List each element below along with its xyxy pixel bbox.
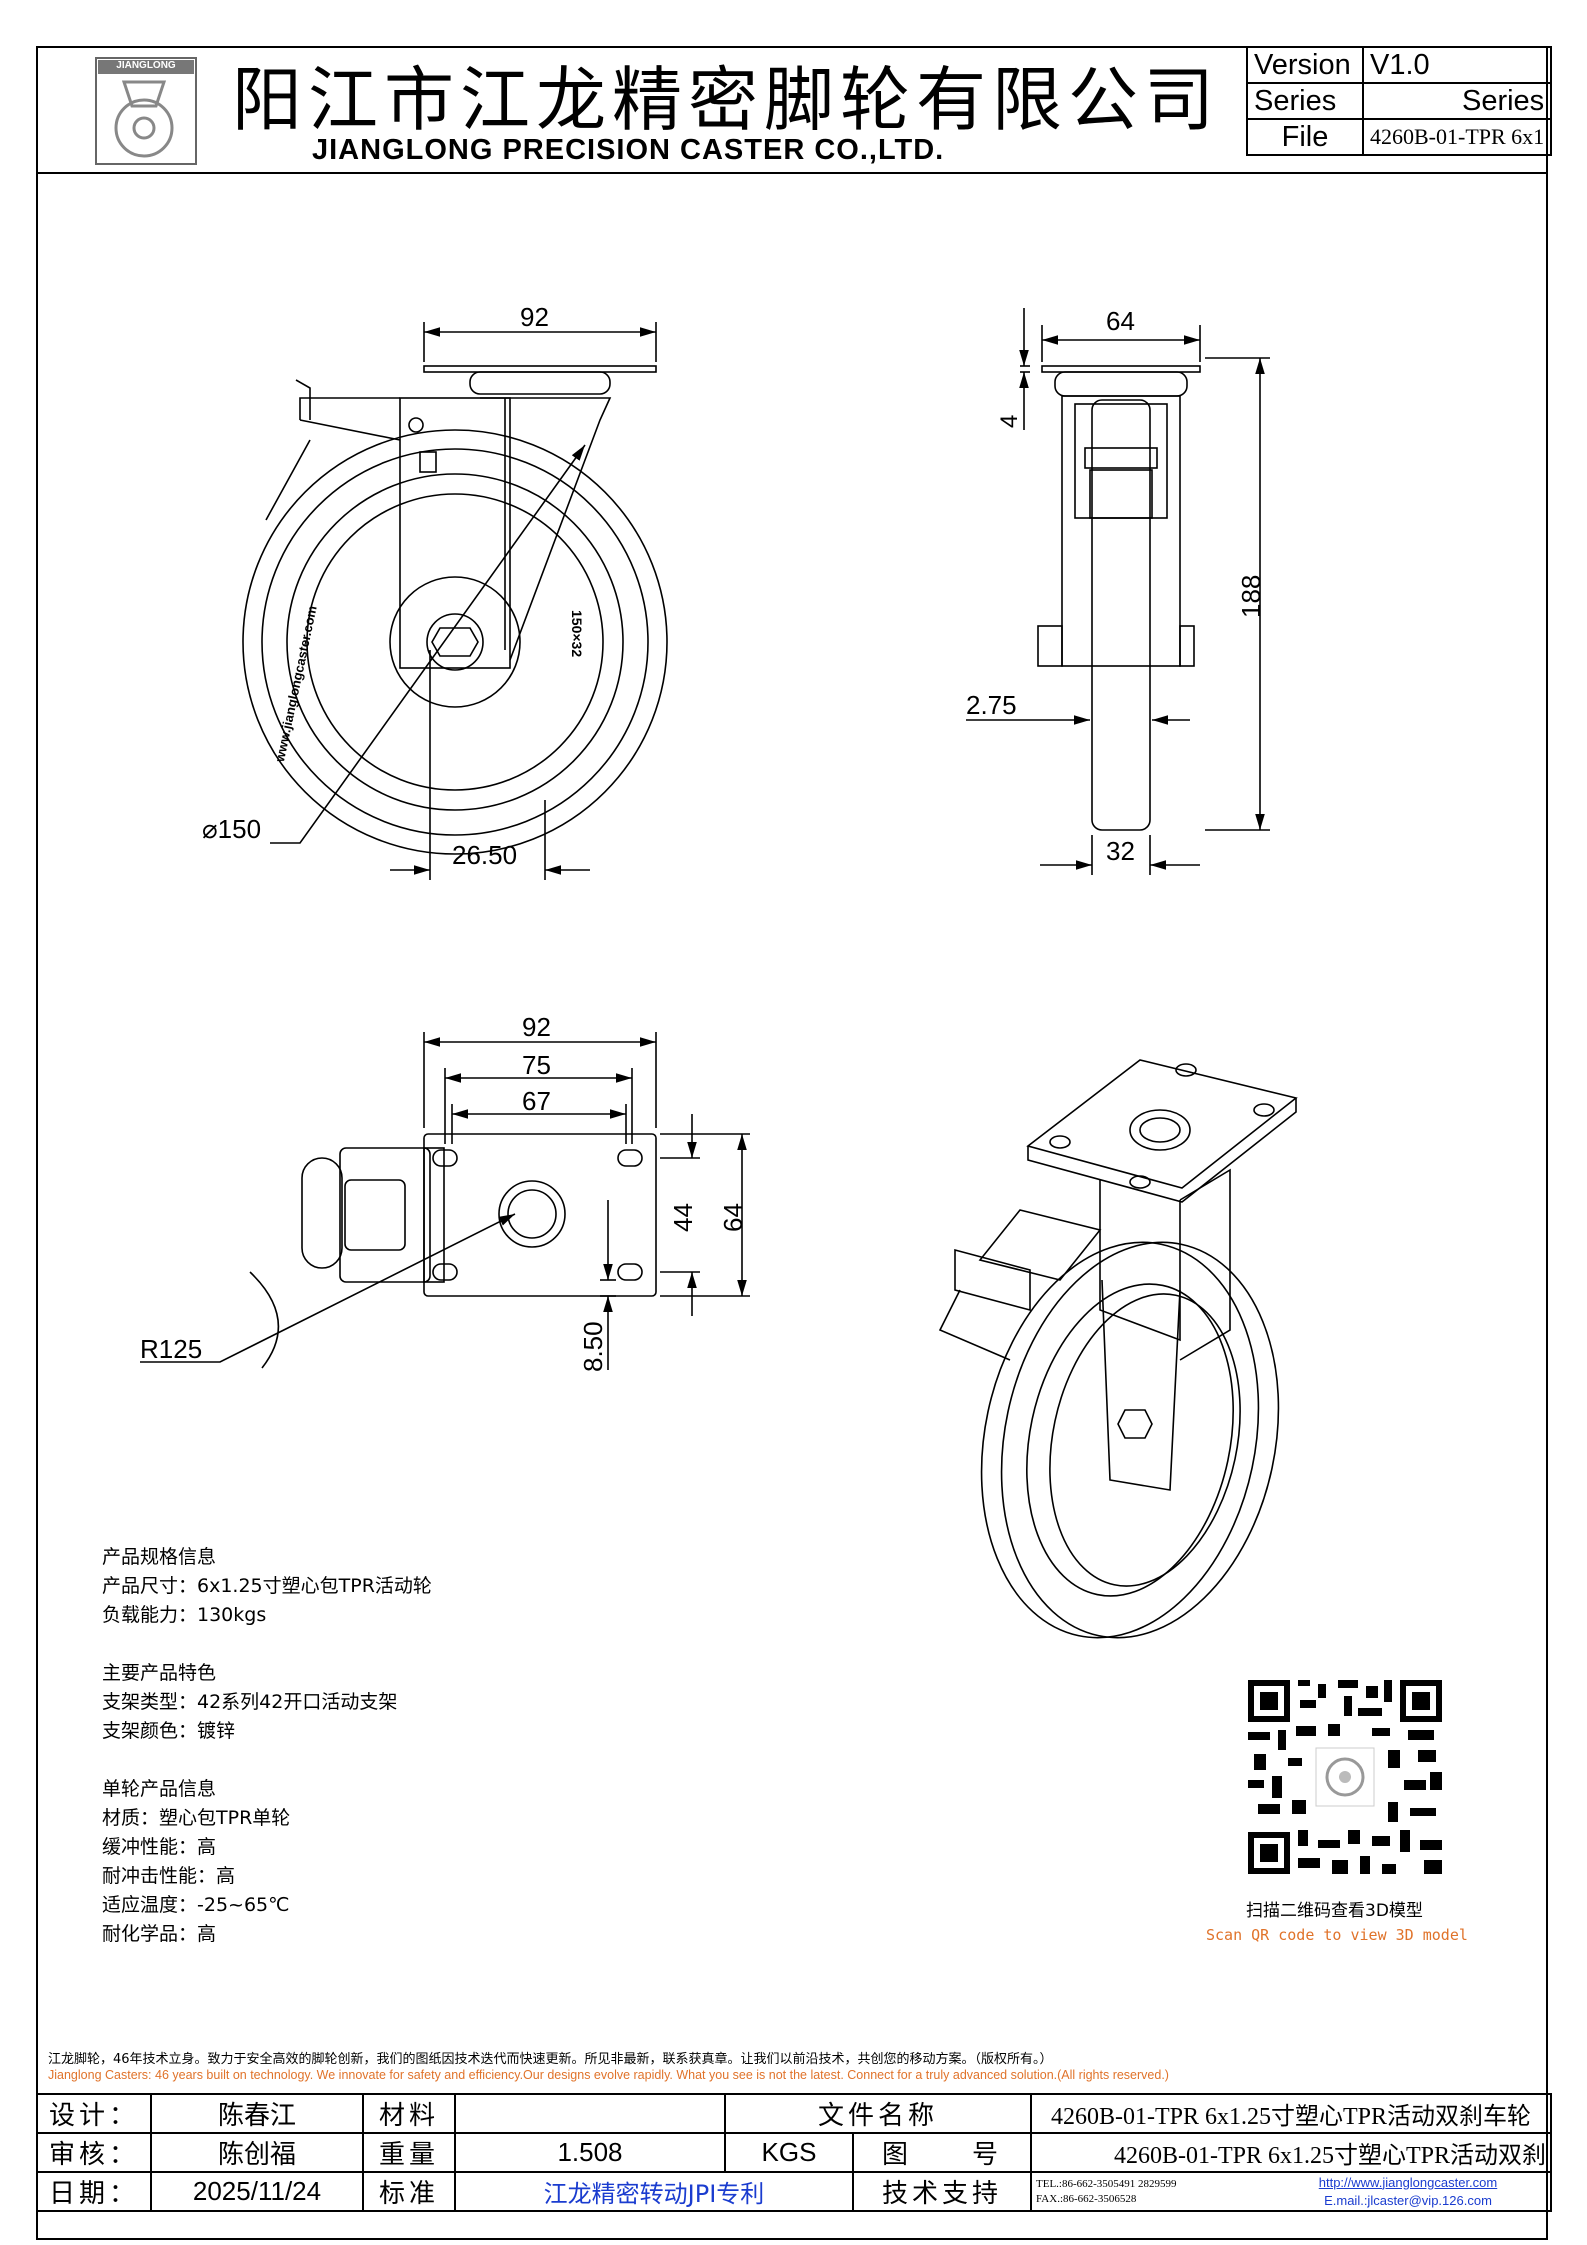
logo-text: JIANGLONG bbox=[116, 60, 176, 71]
wheel-size-mark: 150×32 bbox=[569, 610, 585, 658]
header-divider bbox=[36, 172, 1548, 174]
file-label: File bbox=[1246, 118, 1364, 156]
spec-bracket-type: 支架类型：42系列42开口活动支架 bbox=[102, 1691, 398, 1713]
series-label: Series bbox=[1246, 82, 1364, 120]
footer-note-en: Jianglong Casters: 46 years built on tec… bbox=[48, 2068, 1169, 2082]
hole-span-a-dim: 75 bbox=[522, 1050, 551, 1080]
title-block: 设计： 陈春江 材料 文件名称 4260B-01-TPR 6x1.25寸塑心TP… bbox=[36, 2093, 1552, 2212]
spec-load: 负载能力：130kgs bbox=[102, 1604, 267, 1626]
footer-note-cn: 江龙脚轮，46年技术立身。致力于安全高效的脚轮创新，我们的图纸因技术迭代而快速更… bbox=[48, 2052, 1053, 2067]
spec-block: 产品规格信息 产品尺寸：6x1.25寸塑心包TPR活动轮 负载能力：130kgs… bbox=[102, 1543, 432, 1949]
spec-cushion: 缓冲性能：高 bbox=[102, 1836, 217, 1858]
date-label: 日期： bbox=[36, 2171, 152, 2212]
spec-section-title: 产品规格信息 bbox=[102, 1546, 217, 1568]
filename-value: 4260B-01-TPR 6x1.25寸塑心TPR活动双刹车轮 bbox=[1030, 2093, 1552, 2134]
spec-section-title: 主要产品特色 bbox=[102, 1662, 217, 1684]
spec-bracket-color: 支架颜色：镀锌 bbox=[102, 1720, 236, 1742]
weight-value: 1.508 bbox=[454, 2132, 726, 2173]
tread-width-dim: 32 bbox=[1106, 836, 1135, 866]
company-name-en: JIANGLONG PRECISION CASTER CO.,LTD. bbox=[312, 134, 945, 166]
material-value bbox=[454, 2093, 726, 2134]
drawing-no-label: 图 号 bbox=[852, 2132, 1032, 2173]
design-label: 设计： bbox=[36, 2093, 152, 2134]
qr-code-icon bbox=[1248, 1680, 1442, 1874]
spec-size: 产品尺寸：6x1.25寸塑心包TPR活动轮 bbox=[102, 1575, 432, 1597]
version-value: V1.0 bbox=[1361, 46, 1553, 84]
drawing-frame bbox=[36, 46, 1548, 2240]
version-label: Version bbox=[1246, 46, 1364, 84]
caster-logo-icon bbox=[95, 57, 197, 165]
plate-thickness-dim: 4 bbox=[996, 414, 1023, 428]
plate-depth-dim: 64 bbox=[718, 1203, 748, 1232]
qr-caption-en: Scan QR code to view 3D model bbox=[1206, 1926, 1468, 1944]
email-link[interactable]: E.mail.:jlcaster@vip.126.com bbox=[1324, 2192, 1492, 2208]
side-view bbox=[966, 308, 1270, 875]
hole-span-v-dim: 44 bbox=[668, 1203, 698, 1232]
weight-label: 重量 bbox=[362, 2132, 456, 2173]
drawing-no-value: 4260B-01-TPR 6x1.25寸塑心TPR活动双刹 bbox=[1030, 2132, 1552, 2173]
filename-label: 文件名称 bbox=[724, 2093, 1032, 2134]
series-value: Series bbox=[1361, 82, 1553, 120]
swivel-radius-dim: R125 bbox=[140, 1334, 203, 1364]
file-value: 4260B-01-TPR 6x1 bbox=[1361, 118, 1553, 156]
spec-section-title: 单轮产品信息 bbox=[102, 1778, 217, 1800]
gap-dim: 2.75 bbox=[966, 690, 1017, 720]
company-logo: JIANGLONG bbox=[94, 56, 198, 166]
plate-width-dim: 92 bbox=[522, 1012, 551, 1042]
review-label: 审核： bbox=[36, 2132, 152, 2173]
fax-number: FAX.:86-662-3506528 bbox=[1036, 2192, 1137, 2205]
qr-caption-cn: 扫描二维码查看3D模型 bbox=[1246, 1901, 1423, 1921]
reviewer-name: 陈创福 bbox=[150, 2132, 364, 2173]
material-label: 材料 bbox=[362, 2093, 456, 2134]
front-view bbox=[242, 322, 668, 880]
contact-cell: TEL.:86-662-3505491 2829599 FAX.:86-662-… bbox=[1030, 2171, 1552, 2212]
spec-chemical: 耐化学品：高 bbox=[102, 1923, 217, 1945]
website-link[interactable]: http://www.jianglongcaster.com bbox=[1318, 2174, 1498, 2190]
designer-name: 陈春江 bbox=[150, 2093, 364, 2134]
standard-value: 江龙精密转动JPI专利 bbox=[454, 2171, 854, 2212]
hole-span-b-dim: 67 bbox=[522, 1086, 551, 1116]
standard-label: 标准 bbox=[362, 2171, 456, 2212]
tel-number: TEL.:86-662-3505491 2829599 bbox=[1036, 2177, 1177, 2190]
support-label: 技术支持 bbox=[852, 2171, 1032, 2212]
date-value: 2025/11/24 bbox=[150, 2171, 364, 2212]
side-width-dim: 64 bbox=[1106, 306, 1135, 336]
height-dim: 188 bbox=[1236, 574, 1266, 618]
offset-dim: 26.50 bbox=[452, 840, 518, 870]
spec-impact: 耐冲击性能：高 bbox=[102, 1865, 236, 1887]
isometric-view bbox=[938, 1059, 1298, 1639]
wheel-diameter-dim: ⌀150 bbox=[202, 814, 262, 844]
top-view bbox=[140, 1032, 750, 1370]
front-width-dim: 92 bbox=[520, 302, 549, 332]
version-table: Version V1.0 Series Series File 4260B-01… bbox=[1246, 46, 1553, 156]
company-name-cn: 阳江市江龙精密脚轮有限公司 bbox=[232, 59, 1220, 141]
weight-unit: KGS bbox=[724, 2132, 854, 2173]
spec-temperature: 适应温度：-25~65℃ bbox=[102, 1894, 290, 1916]
spec-material: 材质：塑心包TPR单轮 bbox=[102, 1807, 291, 1829]
qr-code[interactable] bbox=[1248, 1680, 1442, 1874]
hole-offset-dim: 8.50 bbox=[578, 1321, 608, 1372]
